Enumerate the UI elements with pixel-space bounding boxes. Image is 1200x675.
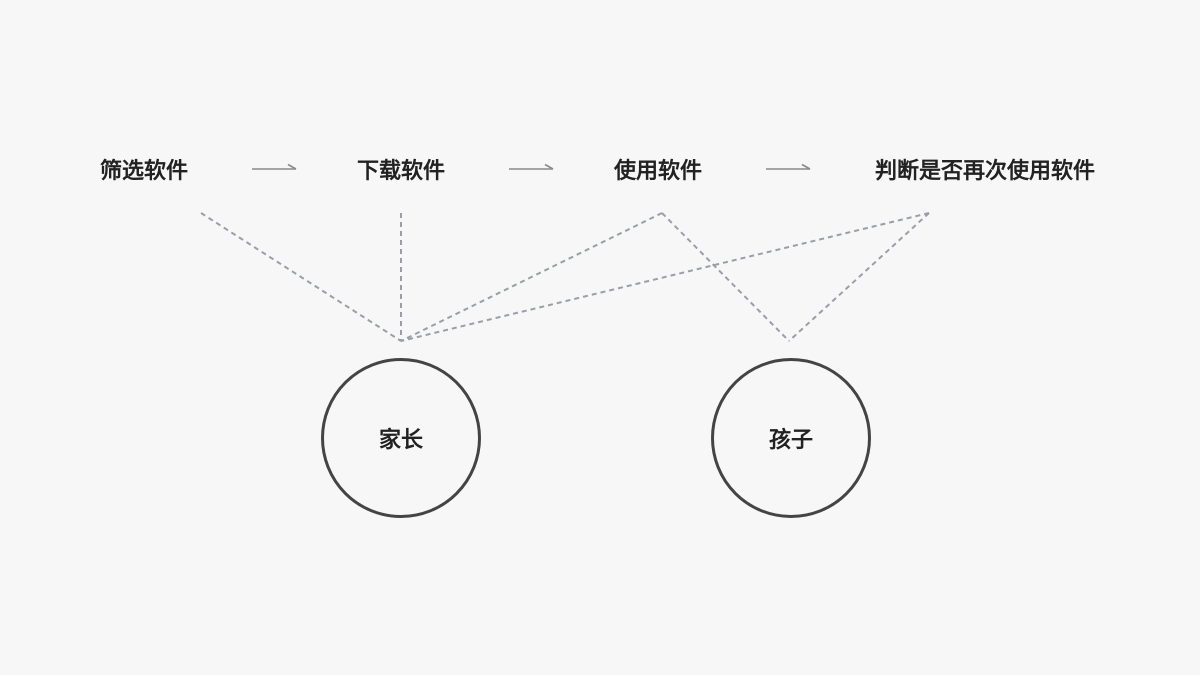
arrow-use-to-judge bbox=[766, 163, 811, 170]
process-arrows bbox=[252, 163, 811, 170]
step-judge-reuse: 判断是否再次使用软件 bbox=[874, 159, 1096, 184]
role-child-circle: 孩子 bbox=[711, 358, 871, 518]
step-filter-software: 筛选软件 bbox=[99, 159, 189, 184]
step-use-software: 使用软件 bbox=[613, 159, 703, 184]
link-judge-child bbox=[788, 212, 930, 342]
arrow-filter-to-download bbox=[252, 163, 297, 170]
link-judge-parent bbox=[400, 212, 930, 342]
link-filter-parent bbox=[200, 212, 402, 342]
arrow-download-to-use bbox=[509, 163, 554, 170]
link-use-child bbox=[661, 212, 790, 342]
role-parent-label: 家长 bbox=[378, 428, 423, 453]
role-parent-circle: 家长 bbox=[321, 358, 481, 518]
link-use-parent bbox=[400, 212, 663, 342]
role-child-label: 孩子 bbox=[768, 428, 813, 453]
step-download-software: 下载软件 bbox=[356, 159, 446, 184]
association-lines bbox=[200, 212, 930, 342]
